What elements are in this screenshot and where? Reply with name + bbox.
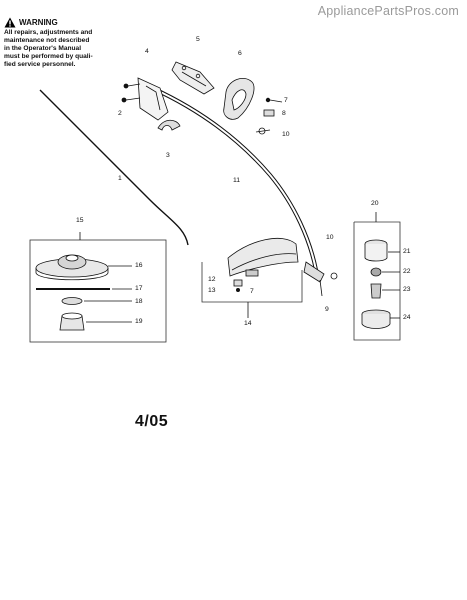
warning-line: All repairs, adjustments and <box>4 29 93 36</box>
callout-23: 23 <box>403 286 411 293</box>
part-20-group-box <box>353 221 401 341</box>
bolt-part <box>370 283 382 299</box>
callout-16: 16 <box>135 262 143 269</box>
callout-15: 15 <box>76 217 84 224</box>
callout-2: 2 <box>118 110 122 117</box>
callout-14: 14 <box>244 320 252 327</box>
part-15-group-box <box>29 239 167 343</box>
clamp-part <box>157 119 181 131</box>
callout-6: 6 <box>238 50 242 57</box>
warning-heading-row: WARNING <box>4 17 130 28</box>
bump-knob-part <box>364 239 388 262</box>
warning-triangle-icon <box>4 17 16 28</box>
callout-1: 1 <box>118 175 122 182</box>
part-14-group-box <box>201 262 303 303</box>
warning-line: maintenance not described <box>4 37 90 44</box>
warning-heading: WARNING <box>19 18 58 27</box>
callout-22: 22 <box>403 268 411 275</box>
callout-19: 19 <box>135 318 143 325</box>
callout-5: 5 <box>196 36 200 43</box>
callout-18: 18 <box>135 298 143 305</box>
callout-7-lower: 7 <box>250 288 254 295</box>
callout-8: 8 <box>282 110 286 117</box>
spring-part <box>370 267 382 277</box>
callout-9: 9 <box>325 306 329 313</box>
handle-grip-part <box>121 77 169 121</box>
callout-4: 4 <box>145 48 149 55</box>
callout-11: 11 <box>233 177 241 184</box>
drive-cable-part <box>39 89 189 246</box>
washer-part <box>61 297 83 305</box>
assist-handle-part <box>171 61 215 95</box>
grass-guard-part <box>227 237 299 277</box>
callout-10-top: 10 <box>282 131 290 138</box>
callout-17: 17 <box>135 285 143 292</box>
housing-part <box>361 309 391 329</box>
callout-20: 20 <box>371 200 379 207</box>
callout-24: 24 <box>403 314 411 321</box>
callout-3: 3 <box>166 152 170 159</box>
watermark: AppliancePartsPros.com <box>317 4 459 18</box>
warning-line: must be performed by quali- <box>4 53 93 60</box>
callout-10-lower: 10 <box>326 234 334 241</box>
callout-13: 13 <box>208 287 216 294</box>
d-handle-part <box>223 78 255 120</box>
trimmer-head-part <box>35 254 109 281</box>
warning-line: in the Operator's Manual <box>4 45 82 52</box>
warning-line: fied service personnel. <box>4 61 76 68</box>
callout-21: 21 <box>403 248 411 255</box>
callout-12: 12 <box>208 276 216 283</box>
warning-text: All repairs, adjustments and maintenance… <box>4 29 130 69</box>
warning-notice: WARNING All repairs, adjustments and mai… <box>4 17 130 69</box>
date-code: 4/05 <box>135 413 169 430</box>
callout-7-top: 7 <box>284 97 288 104</box>
